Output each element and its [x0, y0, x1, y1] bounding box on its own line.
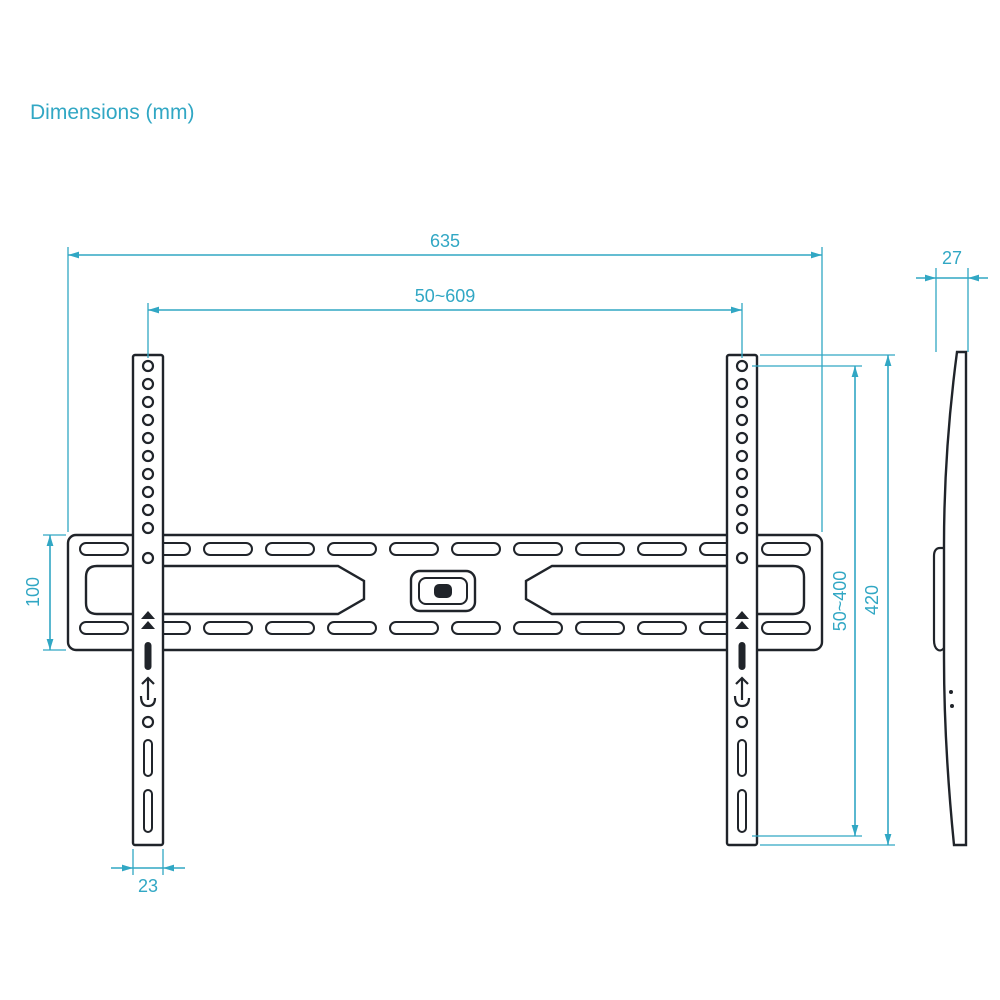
left-large-cutout	[84, 564, 366, 616]
dim-plate-height-label: 100	[23, 577, 43, 607]
dim-bracket-height-label: 420	[862, 585, 882, 615]
side-profile-rivet	[949, 690, 953, 694]
side-profile-rivet	[950, 704, 954, 708]
dim-hole-width-label: 50~609	[415, 286, 476, 306]
dim-total-width: 635	[67, 231, 823, 532]
dim-hole-height-label: 50~400	[830, 571, 850, 632]
dim-rail-width-label: 23	[138, 876, 158, 896]
side-profile-hook	[932, 546, 945, 652]
page-title: Dimensions (mm)	[30, 101, 195, 124]
side-profile	[932, 350, 968, 847]
dim-rail-width: 23	[111, 849, 185, 896]
right-large-cutout	[524, 564, 806, 616]
bubble-level	[409, 569, 477, 613]
dim-hole-height-range: 50~400	[752, 365, 862, 837]
dim-bracket-height: 420	[760, 354, 895, 846]
dim-depth-label: 27	[942, 248, 962, 268]
wall-plate-bottom-slots	[79, 621, 811, 635]
dim-depth: 27	[916, 248, 988, 352]
left-rail	[131, 353, 165, 847]
wall-plate-top-slots	[79, 542, 811, 556]
side-profile-body	[942, 350, 968, 847]
dim-hole-width-range: 50~609	[147, 286, 743, 358]
wall-plate	[66, 533, 824, 652]
dim-total-width-label: 635	[430, 231, 460, 251]
right-rail	[725, 353, 759, 847]
dim-plate-height: 100	[23, 534, 66, 651]
